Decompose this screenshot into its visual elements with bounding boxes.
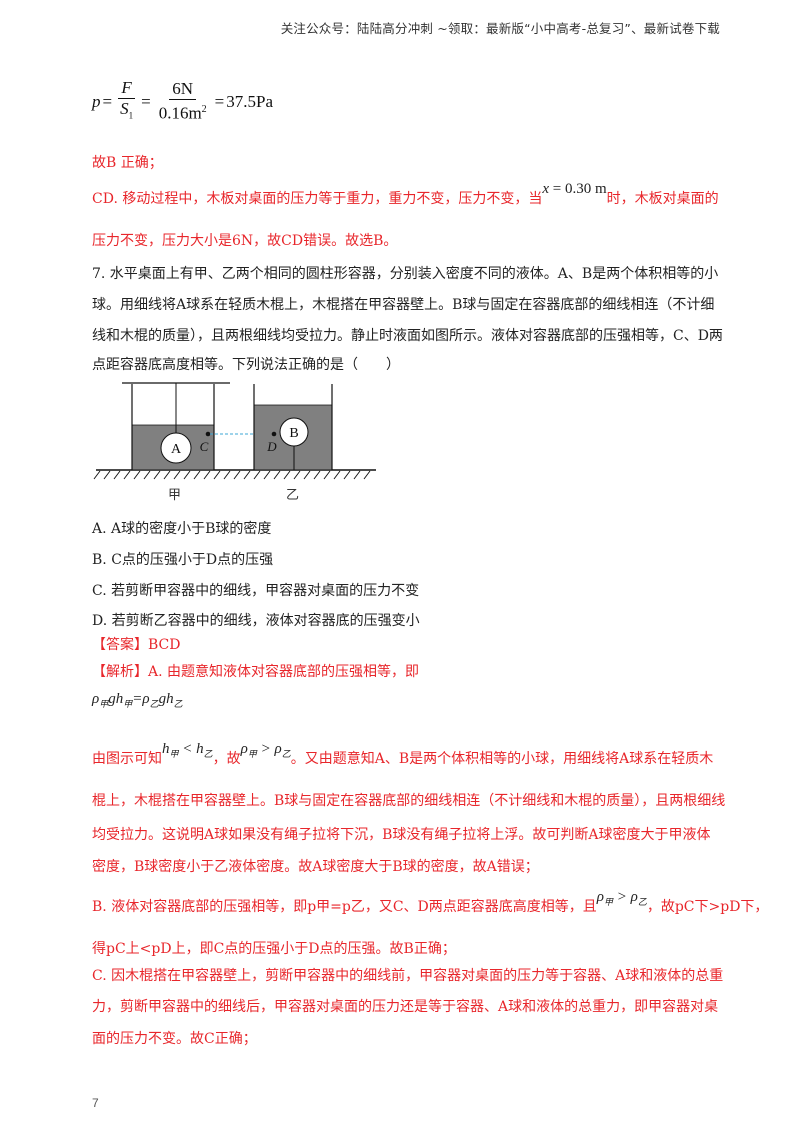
solution-cd-line-2: 压力不变，压力大小是6N，故CD错误。故选B。 — [92, 233, 398, 249]
formula-fraction-1: F S1 — [117, 78, 136, 125]
formula-fraction-2: 6N 0.16m2 — [156, 79, 210, 124]
page-number: 7 — [92, 1096, 99, 1110]
question-line-4: 点距容器底高度相等。下列说法正确的是（ ） — [92, 357, 400, 373]
point-c — [205, 431, 211, 437]
analysis-label: 【解析】 — [92, 664, 148, 680]
answer-value: BCD — [148, 637, 181, 653]
analysis-text: ，故pC下>pD下， — [646, 899, 769, 915]
density-compare-math: ρ甲 > ρ乙 — [596, 889, 647, 907]
formula-result: 37.5Pa — [226, 91, 274, 111]
solution-cd-text-2: 时，木板对桌面的 — [606, 191, 719, 207]
analysis-intro: A. 由题意知液体对容器底部的压强相等，即 — [148, 664, 420, 680]
option-a: A. A球的密度小于B球的密度 — [92, 521, 272, 537]
pressure-formula: p = F S1 = 6N 0.16m2 = 37.5Pa — [92, 78, 273, 125]
pressure-equality-math: ρ甲gh甲=ρ乙gh乙 — [92, 691, 183, 709]
ground-hatching — [93, 470, 371, 480]
density-compare-math: ρ甲 > ρ乙 — [240, 741, 291, 759]
option-b: B. C点的压强小于D点的压强 — [92, 552, 274, 568]
analysis-text: B. 液体对容器底部的压强相等，即p甲=p乙，又C、D两点距容器底高度相等，且 — [92, 899, 597, 915]
page-header-banner: 关注公众号：陆陆高分冲刺 ~领取：最新版“小中高考-总复习”、最新试卷下载 — [280, 21, 720, 36]
analysis-b-line-1: B. 液体对容器底部的压强相等，即p甲=p乙，又C、D两点距容器底高度相等，且ρ… — [92, 889, 769, 921]
analysis-text: 由图示可知 — [92, 751, 162, 767]
analysis-line-1: 由图示可知h甲 < h乙，故ρ甲 > ρ乙。又由题意知A、B是两个体积相等的小球… — [92, 741, 714, 773]
containers-figure: A C D B — [88, 378, 388, 508]
analysis-equation: ρ甲gh甲=ρ乙gh乙 — [92, 690, 183, 713]
label-jia: 甲 — [168, 488, 182, 503]
analysis-line-3: 均受拉力。这说明A球如果没有绳子拉将下沉，B球没有绳子拉将上浮。故可判断A球密度… — [92, 827, 711, 843]
formula-eq1: = — [102, 91, 113, 111]
solution-cd-text-1: CD. 移动过程中，木板对桌面的压力等于重力，重力不变，压力不变，当 — [92, 191, 543, 207]
formula-lhs: p — [92, 91, 101, 111]
analysis-intro-line: 【解析】A. 由题意知液体对容器底部的压强相等，即 — [92, 663, 419, 681]
ball-a — [160, 432, 192, 464]
svg-text:A: A — [171, 442, 182, 457]
denominator-superscript: 2 — [201, 104, 207, 116]
solution-cd-line-1: CD. 移动过程中，木板对桌面的压力等于重力，重力不变，压力不变，当x = 0.… — [92, 181, 719, 208]
analysis-text: 。又由题意知A、B是两个体积相等的小球，用细线将A球系在轻质木 — [290, 751, 714, 767]
fraction-denominator: S1 — [117, 99, 136, 125]
denominator-symbol: S — [120, 99, 129, 118]
formula-eq2: = — [141, 91, 151, 111]
fraction-numerator: 6N — [169, 79, 197, 101]
svg-text:D: D — [266, 439, 277, 454]
question-line-1: 7. 水平桌面上有甲、乙两个相同的圆柱形容器，分别装入密度不同的液体。A、B是两… — [92, 266, 719, 282]
point-d — [271, 431, 277, 437]
option-d: D. 若剪断乙容器中的细线，液体对容器底的压强变小 — [92, 613, 420, 629]
height-compare-math: h甲 < h乙 — [162, 741, 213, 759]
fraction-numerator: F — [118, 78, 135, 99]
question-line-2: 球。用细线将A球系在轻质木棍上，木棍搭在甲容器壁上。B球与固定在容器底部的细线相… — [92, 297, 715, 313]
option-c: C. 若剪断甲容器中的细线，甲容器对桌面的压力不变 — [92, 583, 420, 599]
analysis-text: ，故 — [212, 751, 241, 767]
analysis-c-line-3: 面的压力不变。故C正确； — [92, 1031, 257, 1047]
fraction-denominator: 0.16m2 — [156, 100, 210, 124]
analysis-c-line-1: C. 因木棍搭在甲容器壁上，剪断甲容器中的细线前，甲容器对桌面的压力等于容器、A… — [92, 968, 724, 984]
formula-eq3: = — [214, 91, 225, 111]
answer-line: 【答案】BCD — [92, 636, 180, 654]
figure-svg: A C D B — [93, 382, 376, 480]
label-yi: 乙 — [286, 488, 300, 503]
svg-text:C: C — [200, 439, 209, 454]
solution-b-correct: 故B 正确； — [92, 155, 163, 171]
analysis-b-line-2: 得pC上<pD上，即C点的压强小于D点的压强。故B正确； — [92, 941, 456, 957]
answer-label: 【答案】 — [92, 637, 148, 653]
denominator-value: 0.16m — [158, 104, 202, 124]
analysis-line-2: 棍上，木棍搭在甲容器壁上。B球与固定在容器底部的细线相连（不计细线和木棍的质量）… — [92, 793, 726, 809]
analysis-c-line-2: 力，剪断甲容器中的细线后，甲容器对桌面的压力还是等于容器、A球和液体的总重力，即… — [92, 999, 719, 1015]
svg-text:B: B — [289, 426, 298, 441]
question-line-3: 线和木棍的质量），且两根细线均受拉力。静止时液面如图所示。液体对容器底部的压强相… — [92, 328, 723, 344]
displacement-math: x = 0.30 m — [542, 181, 607, 197]
denominator-subscript: 1 — [128, 110, 134, 121]
analysis-line-4: 密度，B球密度小于乙液体密度。故A球密度大于B球的密度，故A错误； — [92, 859, 539, 875]
